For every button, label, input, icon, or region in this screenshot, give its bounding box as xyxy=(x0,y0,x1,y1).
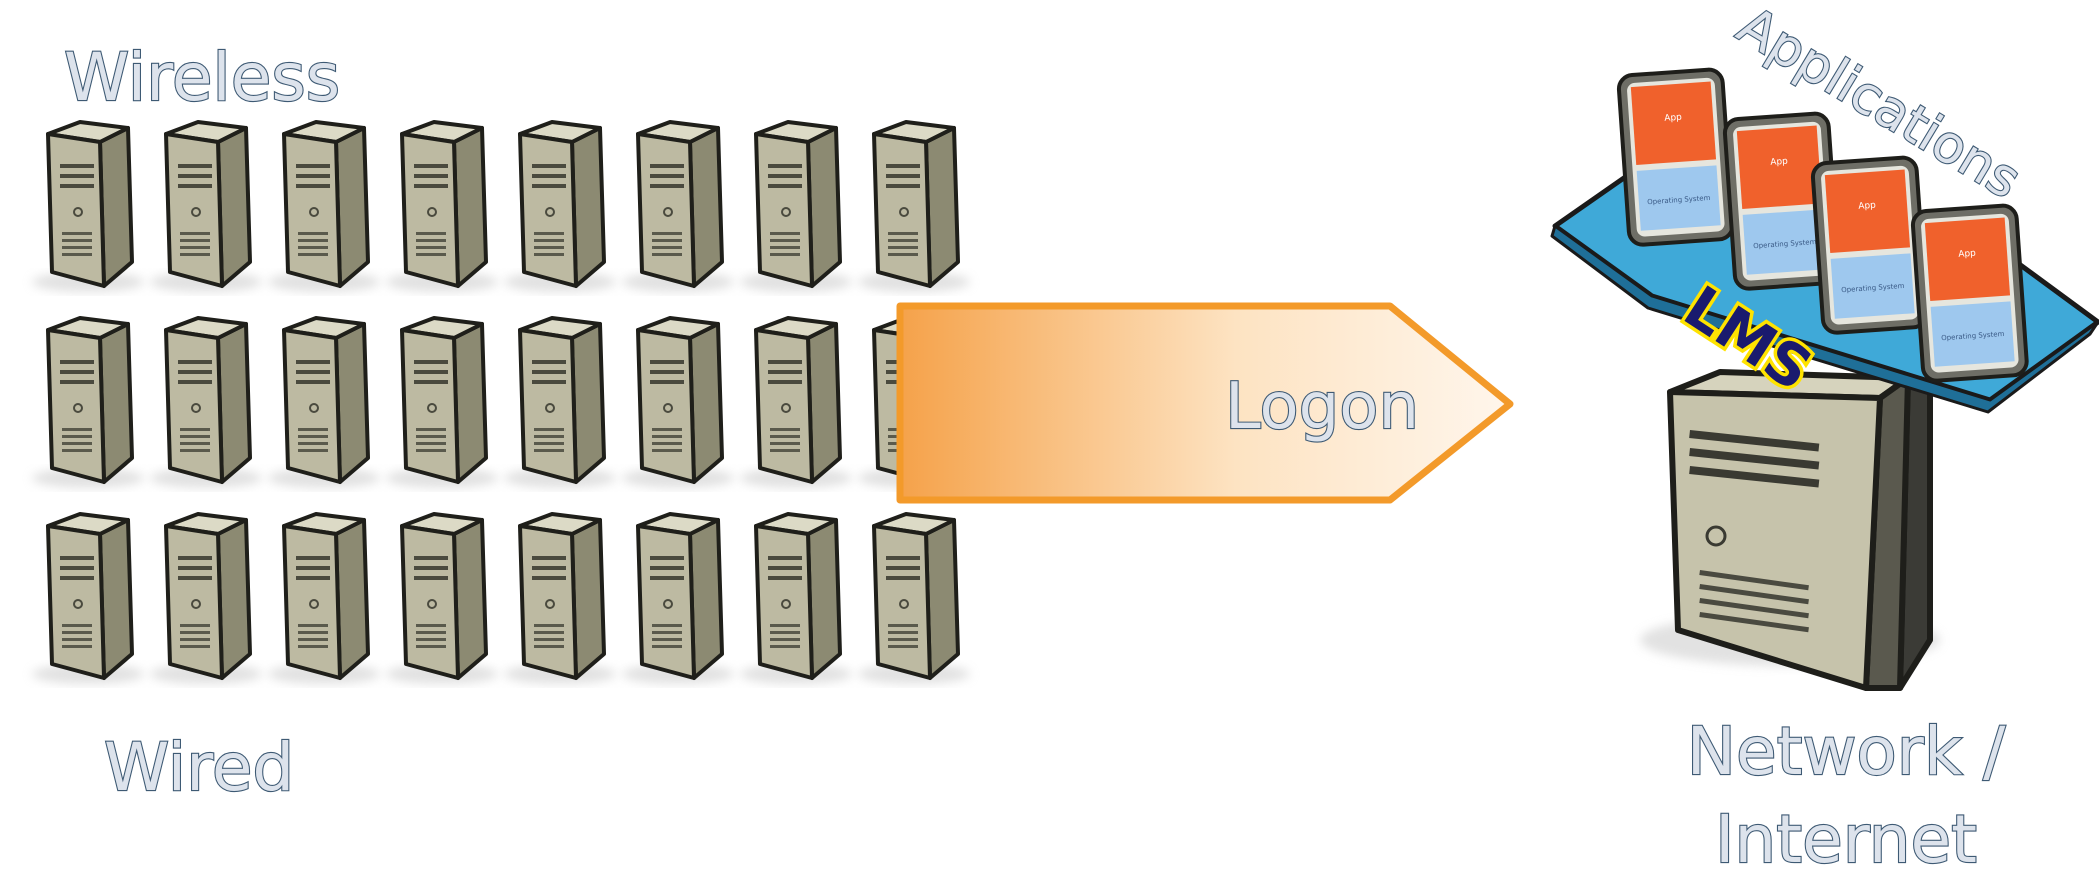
client-computer-icon xyxy=(150,318,262,488)
client-computer-icon xyxy=(150,514,262,684)
client-computer-icon xyxy=(858,514,970,684)
client-computer-icon xyxy=(268,318,380,488)
logon-label: Logon xyxy=(1225,370,1419,444)
app-card-label: App xyxy=(1770,157,1789,168)
app-card-label: App xyxy=(1664,113,1683,124)
client-computer-icon xyxy=(740,122,852,292)
client-computer-icon xyxy=(740,514,852,684)
client-computers-grid xyxy=(32,122,970,684)
client-computer-icon xyxy=(268,122,380,292)
app-card-label: App xyxy=(1858,201,1877,212)
client-computer-icon xyxy=(386,514,498,684)
client-computer-icon xyxy=(504,122,616,292)
client-computer-icon xyxy=(622,514,734,684)
client-computer-icon xyxy=(622,122,734,292)
app-card-label: App xyxy=(1958,249,1977,260)
client-computer-icon xyxy=(740,318,852,488)
client-computer-icon xyxy=(32,318,144,488)
client-computer-icon xyxy=(504,514,616,684)
network-label-line2: Internet xyxy=(1715,801,1977,872)
client-computer-icon xyxy=(150,122,262,292)
wireless-label: Wireless xyxy=(64,39,340,116)
client-computer-icon xyxy=(858,122,970,292)
client-computer-icon xyxy=(622,318,734,488)
client-computer-icon xyxy=(32,514,144,684)
server-tower-icon xyxy=(1640,369,1940,691)
client-computer-icon xyxy=(504,318,616,488)
logon-arrow xyxy=(896,302,1514,504)
client-computer-icon xyxy=(386,318,498,488)
client-computer-icon xyxy=(268,514,380,684)
wired-label: Wired xyxy=(104,729,294,806)
network-label-line1: Network / xyxy=(1687,713,2007,790)
client-computer-icon xyxy=(386,122,498,292)
client-computer-icon xyxy=(32,122,144,292)
